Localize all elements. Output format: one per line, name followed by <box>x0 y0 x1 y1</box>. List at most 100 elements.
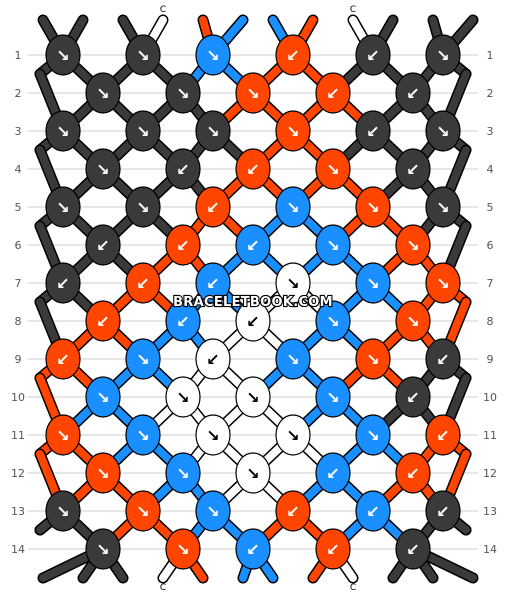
knot-ellipse <box>195 338 231 380</box>
knot: ↙ <box>165 300 201 342</box>
knot-ellipse <box>395 224 431 266</box>
knot: ↘ <box>195 34 231 76</box>
knot-arrow-icon: ↙ <box>176 160 189 179</box>
knot: ↘ <box>165 528 201 570</box>
knot-ellipse <box>235 72 271 114</box>
strand-label-top: B <box>310 5 316 15</box>
knot-arrow-icon: ↙ <box>206 350 219 369</box>
knot-ellipse <box>395 300 431 342</box>
knot-arrow-icon: ↙ <box>56 350 69 369</box>
row-number-left: 2 <box>15 87 22 100</box>
row-number-right: 7 <box>487 277 494 290</box>
knot: ↘ <box>85 528 121 570</box>
knot-arrow-icon: ↙ <box>206 198 219 217</box>
knot: ↘ <box>355 414 391 456</box>
knot: ↘ <box>125 414 161 456</box>
knot-ellipse <box>85 300 121 342</box>
knot-arrow-icon: ↙ <box>326 464 339 483</box>
knot-ellipse <box>425 338 461 380</box>
knot-arrow-icon: ↘ <box>366 350 379 369</box>
knot: ↙ <box>395 376 431 418</box>
knot-ellipse <box>395 452 431 494</box>
row-number-right: 6 <box>487 239 494 252</box>
knot-arrow-icon: ↙ <box>286 502 299 521</box>
knot-arrow-icon: ↙ <box>96 236 109 255</box>
strand-label-bottom: B <box>310 583 316 593</box>
knot-arrow-icon: ↙ <box>406 388 419 407</box>
knot: ↘ <box>125 34 161 76</box>
knot: ↘ <box>355 262 391 304</box>
knot: ↘ <box>235 376 271 418</box>
knot: ↘ <box>355 186 391 228</box>
knot: ↘ <box>165 452 201 494</box>
knot-arrow-icon: ↘ <box>366 198 379 217</box>
knot: ↘ <box>85 72 121 114</box>
knot-arrow-icon: ↙ <box>406 540 419 559</box>
knot: ↙ <box>85 300 121 342</box>
knot-ellipse <box>395 376 431 418</box>
knot: ↘ <box>315 148 351 190</box>
knot: ↙ <box>235 300 271 342</box>
knot-ellipse <box>85 528 121 570</box>
row-number-left: 6 <box>15 239 22 252</box>
knot-arrow-icon: ↘ <box>246 464 259 483</box>
knot-arrow-icon: ↙ <box>406 464 419 483</box>
knot-ellipse <box>235 452 271 494</box>
row-number-right: 8 <box>487 315 494 328</box>
knot: ↘ <box>315 224 351 266</box>
knot: ↙ <box>195 186 231 228</box>
knot: ↘ <box>45 490 81 532</box>
knot: ↙ <box>395 528 431 570</box>
knot-ellipse <box>235 300 271 342</box>
knot: ↘ <box>45 186 81 228</box>
knot-ellipse <box>45 338 81 380</box>
strand-label-top: C <box>350 5 356 15</box>
knot-arrow-icon: ↘ <box>206 46 219 65</box>
knot-arrow-icon: ↘ <box>206 426 219 445</box>
knot-arrow-icon: ↘ <box>176 464 189 483</box>
knot-arrow-icon: ↙ <box>56 274 69 293</box>
knot-ellipse <box>45 34 81 76</box>
knot-ellipse <box>315 452 351 494</box>
knot-arrow-icon: ↙ <box>326 84 339 103</box>
knot-arrow-icon: ↘ <box>286 426 299 445</box>
knot: ↙ <box>315 452 351 494</box>
knot-arrow-icon: ↘ <box>136 46 149 65</box>
knot: ↘ <box>275 186 311 228</box>
knot: ↘ <box>195 490 231 532</box>
knot-ellipse <box>195 186 231 228</box>
knot: ↘ <box>125 338 161 380</box>
strand-label-top: A <box>40 5 47 15</box>
strand-label-bottom: C <box>350 583 356 593</box>
strand-label-top: A <box>80 5 87 15</box>
knot-arrow-icon: ↘ <box>56 502 69 521</box>
strand-label-top: A <box>120 5 127 15</box>
knot-ellipse <box>165 452 201 494</box>
knot: ↙ <box>395 148 431 190</box>
knot-arrow-icon: ↙ <box>206 274 219 293</box>
knot-ellipse <box>275 262 311 304</box>
knot-arrow-icon: ↘ <box>286 198 299 217</box>
knot-arrow-icon: ↘ <box>136 502 149 521</box>
strand-label-bottom: A <box>40 583 47 593</box>
row-number-right: 10 <box>483 391 497 404</box>
strand-label-bottom: A <box>470 583 477 593</box>
knot-arrow-icon: ↘ <box>436 198 449 217</box>
knot-ellipse <box>355 490 391 532</box>
knot-arrow-icon: ↘ <box>326 160 339 179</box>
knot-ellipse <box>125 110 161 152</box>
strand-label-top: A <box>390 5 397 15</box>
knot: ↙ <box>125 262 161 304</box>
knot-ellipse <box>45 414 81 456</box>
knot: ↘ <box>315 376 351 418</box>
knot: ↘ <box>315 300 351 342</box>
knot-layer: ↘↘↘↙↙↘↘↘↘↙↙↘↘↘↘↙↘↘↙↙↘↙↘↘↙↘↘↘↙↙↙↘↘↙↙↙↘↘↘↙… <box>45 34 461 570</box>
knot-arrow-icon: ↘ <box>136 426 149 445</box>
knot-arrow-icon: ↙ <box>326 540 339 559</box>
knot-ellipse <box>275 34 311 76</box>
knot-arrow-icon: ↘ <box>56 198 69 217</box>
knot-arrow-icon: ↘ <box>56 426 69 445</box>
knot-ellipse <box>165 376 201 418</box>
row-number-left: 14 <box>11 543 25 556</box>
knot-ellipse <box>165 72 201 114</box>
